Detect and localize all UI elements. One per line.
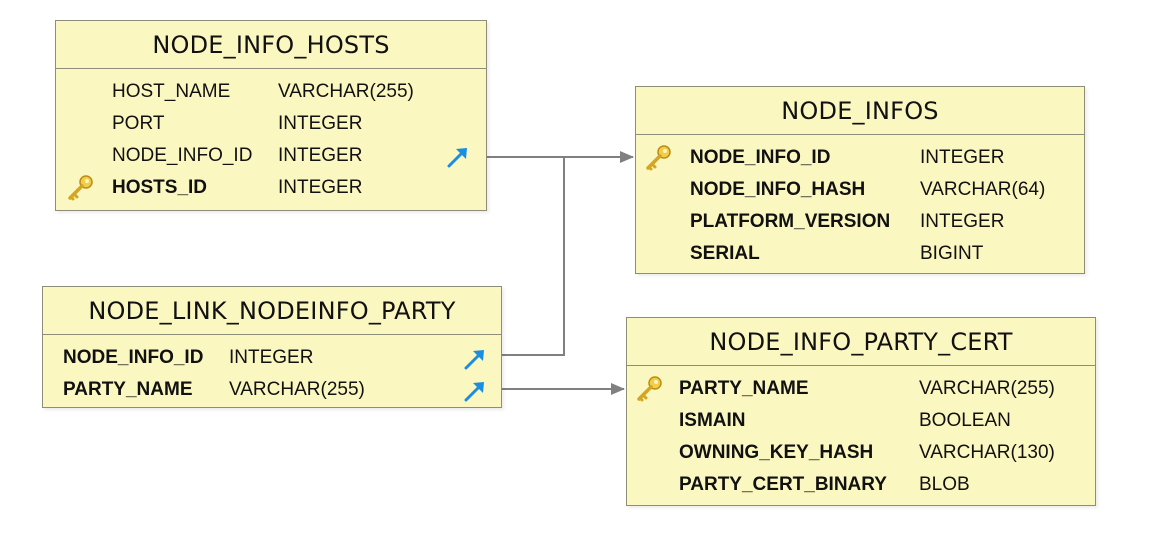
column-name: PARTY_NAME xyxy=(63,379,193,400)
column-row-node-info-id[interactable]: NODE_INFO_ID INTEGER xyxy=(636,142,1084,174)
column-name: HOST_NAME xyxy=(112,81,231,102)
column-type: VARCHAR(130) xyxy=(919,442,1055,463)
column-row-ismain[interactable]: ISMAIN BOOLEAN xyxy=(627,405,1095,437)
column-type: BOOLEAN xyxy=(919,410,1011,431)
column-type: INTEGER xyxy=(229,347,314,368)
column-name: NODE_INFO_ID xyxy=(63,347,204,368)
column-type: INTEGER xyxy=(920,211,1005,232)
column-row-host-name[interactable]: HOST_NAME VARCHAR(255) xyxy=(56,76,486,108)
column-type: INTEGER xyxy=(920,147,1005,168)
column-name: PLATFORM_VERSION xyxy=(690,211,891,232)
column-name: PARTY_NAME xyxy=(679,378,809,399)
table-title: NODE_INFOS xyxy=(636,87,1084,135)
column-name: OWNING_KEY_HASH xyxy=(679,442,874,463)
foreign-key-arrow-icon xyxy=(464,350,484,370)
column-name: NODE_INFO_ID xyxy=(690,147,831,168)
primary-key-icon xyxy=(646,145,671,171)
column-name: NODE_INFO_HASH xyxy=(690,179,866,200)
column-type: VARCHAR(255) xyxy=(229,379,365,400)
table-node-info-hosts[interactable]: NODE_INFO_HOSTS HOST_NAME VARCHAR(255) P… xyxy=(55,20,487,211)
column-type: INTEGER xyxy=(278,113,363,134)
column-type: VARCHAR(64) xyxy=(920,179,1046,200)
table-node-link-nodeinfo-party[interactable]: NODE_LINK_NODEINFO_PARTY NODE_INFO_ID IN… xyxy=(42,286,502,408)
column-row-node-info-hash[interactable]: NODE_INFO_HASH VARCHAR(64) xyxy=(636,174,1084,206)
table-title: NODE_LINK_NODEINFO_PARTY xyxy=(43,287,501,335)
foreign-key-arrow-icon xyxy=(447,148,467,168)
foreign-key-arrow-icon xyxy=(464,382,484,402)
column-name: SERIAL xyxy=(690,243,760,264)
column-type: BLOB xyxy=(919,474,970,495)
primary-key-icon xyxy=(637,376,662,402)
table-title: NODE_INFO_HOSTS xyxy=(56,21,486,69)
column-row-node-info-id[interactable]: NODE_INFO_ID INTEGER xyxy=(43,342,501,374)
column-row-node-info-id[interactable]: NODE_INFO_ID INTEGER xyxy=(56,140,486,172)
table-node-infos[interactable]: NODE_INFOS NODE_INFO_ID INTEGER NODE_INF… xyxy=(635,86,1085,274)
table-node-info-party-cert[interactable]: NODE_INFO_PARTY_CERT PARTY_NAME VARCHAR(… xyxy=(626,317,1096,506)
column-name: NODE_INFO_ID xyxy=(112,145,253,166)
primary-key-icon xyxy=(68,175,93,201)
column-name: ISMAIN xyxy=(679,410,746,431)
column-type: INTEGER xyxy=(278,145,363,166)
column-row-hosts-id[interactable]: HOSTS_ID INTEGER xyxy=(56,172,486,204)
column-type: BIGINT xyxy=(920,243,984,264)
column-row-party-name[interactable]: PARTY_NAME VARCHAR(255) xyxy=(627,373,1095,405)
column-row-platform-version[interactable]: PLATFORM_VERSION INTEGER xyxy=(636,206,1084,238)
column-type: INTEGER xyxy=(278,177,363,198)
column-row-port[interactable]: PORT INTEGER xyxy=(56,108,486,140)
column-name: PARTY_CERT_BINARY xyxy=(679,474,887,495)
column-row-party-name[interactable]: PARTY_NAME VARCHAR(255) xyxy=(43,374,501,406)
column-name: PORT xyxy=(112,113,165,134)
column-type: VARCHAR(255) xyxy=(278,81,414,102)
column-type: VARCHAR(255) xyxy=(919,378,1055,399)
connector-link-to-nodeinfos xyxy=(502,157,565,356)
column-row-serial[interactable]: SERIAL BIGINT xyxy=(636,238,1084,270)
column-row-owning-key-hash[interactable]: OWNING_KEY_HASH VARCHAR(130) xyxy=(627,437,1095,469)
column-row-party-cert-binary[interactable]: PARTY_CERT_BINARY BLOB xyxy=(627,469,1095,501)
table-title: NODE_INFO_PARTY_CERT xyxy=(627,318,1095,366)
column-name: HOSTS_ID xyxy=(112,177,208,198)
